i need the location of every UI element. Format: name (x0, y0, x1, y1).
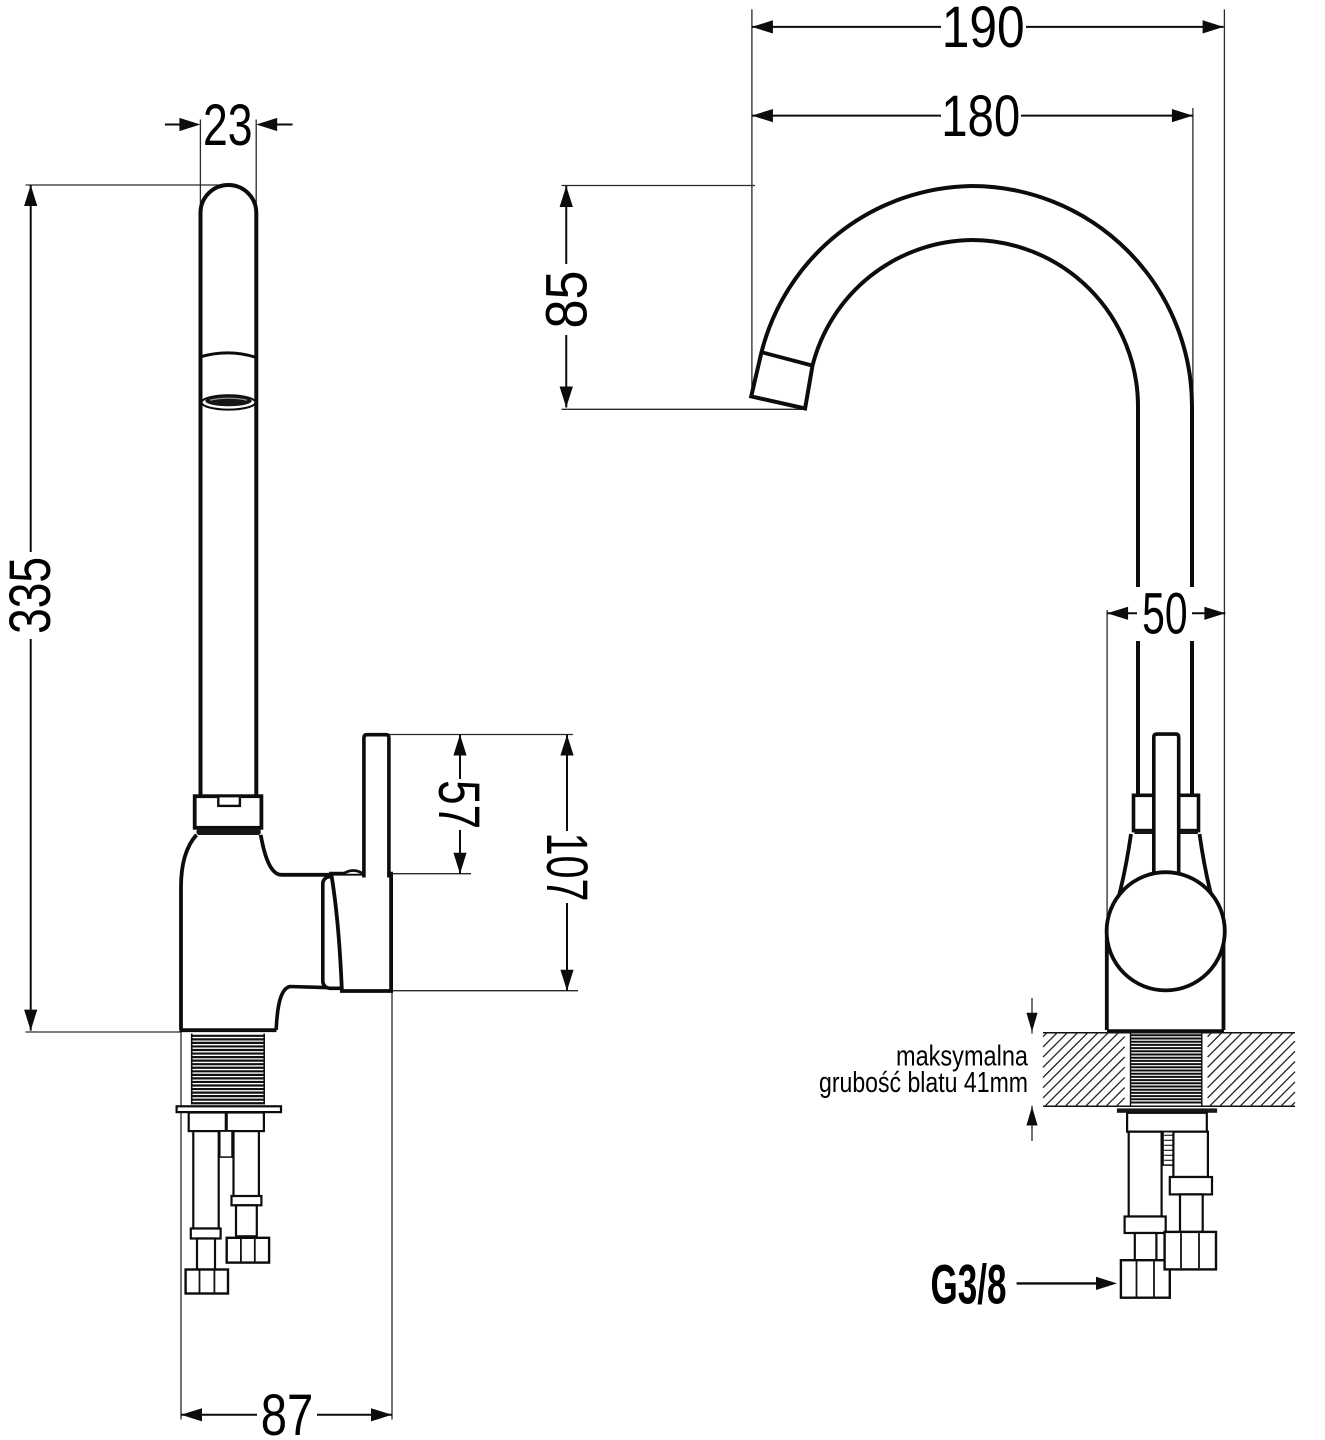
svg-text:57: 57 (426, 780, 491, 829)
svg-text:107: 107 (534, 833, 599, 902)
svg-text:50: 50 (1142, 582, 1188, 647)
svg-text:G3/8: G3/8 (931, 1253, 1007, 1316)
svg-text:190: 190 (942, 0, 1025, 60)
svg-text:335: 335 (0, 557, 63, 634)
svg-text:23: 23 (203, 93, 253, 158)
svg-text:87: 87 (261, 1383, 314, 1440)
svg-text:180: 180 (941, 84, 1020, 149)
svg-text:85: 85 (534, 271, 599, 329)
svg-text:grubość blatu 41mm: grubość blatu 41mm (819, 1067, 1028, 1099)
svg-text:maksymalna: maksymalna (896, 1041, 1028, 1073)
